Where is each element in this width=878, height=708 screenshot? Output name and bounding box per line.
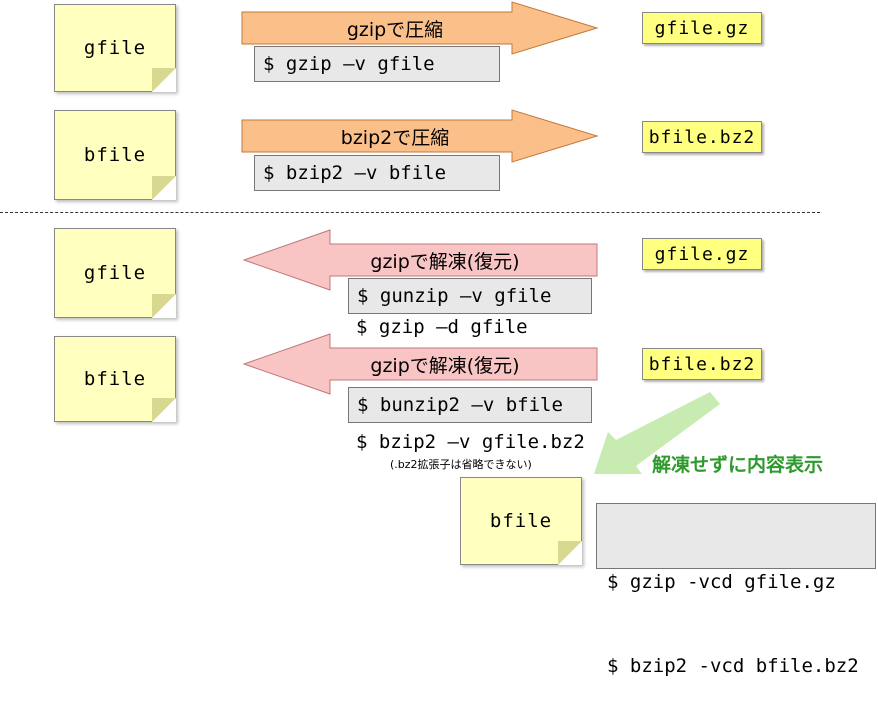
- source-file-gfile: gfile: [54, 4, 176, 92]
- view-command-bzip2: $ bzip2 -vcd bfile.bz2: [607, 655, 859, 677]
- decompress-arrow-bzip2: [242, 333, 598, 395]
- section-divider: [0, 212, 820, 213]
- view-commands: $ gzip -vcd gfile.gz $ bzip2 -vcd bfile.…: [596, 503, 876, 677]
- command-gunzip: $ gunzip –v gfile: [348, 278, 592, 314]
- page-fold-icon: [152, 176, 176, 200]
- decompress-arrow-gzip: [242, 229, 598, 291]
- file-name: bfile: [83, 144, 147, 166]
- compress-arrow-bzip2: [241, 109, 599, 163]
- view-arrow: [594, 392, 720, 474]
- page-fold-icon: [558, 541, 582, 565]
- command-gzip: $ gzip –v gfile: [254, 46, 500, 82]
- page-fold-icon: [152, 294, 176, 318]
- result-file-bfile-bz2: bfile.bz2: [642, 121, 762, 153]
- file-name: bfile: [489, 510, 553, 532]
- source-file-bfile-bz2: bfile.bz2: [642, 348, 762, 380]
- extension-note: (.bz2拡張子は省略できない): [390, 458, 532, 471]
- view-file-bfile: bfile: [460, 477, 582, 565]
- page-fold-icon: [152, 398, 176, 422]
- target-file-bfile: bfile: [54, 336, 176, 422]
- source-file-gfile-gz: gfile.gz: [642, 238, 762, 270]
- file-name: gfile: [83, 262, 147, 284]
- compress-arrow-gzip: [241, 1, 599, 55]
- arrow-label: gzipで解凍(復元): [370, 250, 520, 273]
- alt-command-bzip2-v: $ bzip2 –v gfile.bz2: [356, 431, 585, 453]
- page-fold-icon: [152, 68, 176, 92]
- file-name: bfile: [83, 368, 147, 390]
- result-file-gfile-gz: gfile.gz: [642, 12, 762, 44]
- command-bunzip2: $ bunzip2 –v bfile: [348, 387, 592, 423]
- arrow-label: gzipで解凍(復元): [370, 354, 520, 377]
- arrow-label: bzip2で圧縮: [340, 126, 450, 149]
- source-file-bfile: bfile: [54, 110, 176, 200]
- command-bzip2: $ bzip2 –v bfile: [254, 155, 500, 191]
- file-name: gfile: [83, 37, 147, 59]
- target-file-gfile: gfile: [54, 228, 176, 318]
- view-label: 解凍せずに内容表示: [652, 454, 824, 476]
- alt-command-gzip-d: $ gzip –d gfile: [356, 316, 528, 338]
- view-command-gzip: $ gzip -vcd gfile.gz: [607, 571, 836, 593]
- arrow-label: gzipで圧縮: [346, 18, 444, 41]
